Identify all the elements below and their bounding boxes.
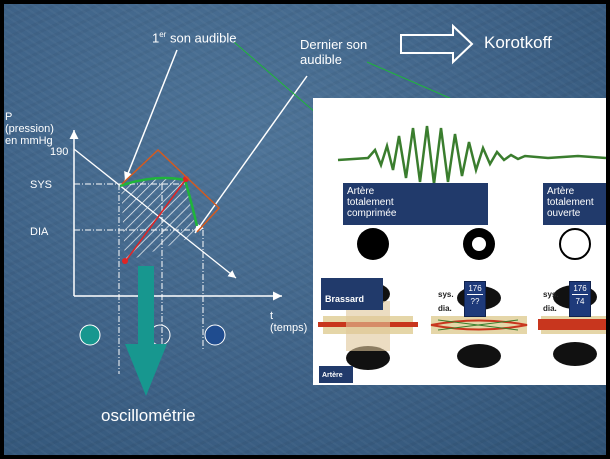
label-brassard: Brassard [321,278,383,310]
label-artere: Artère [319,366,353,383]
sysdia-mid: sys. dia. [438,290,454,313]
oscillometry-arrow-icon [125,266,167,396]
korotkoff-title: Korotkoff [484,33,552,52]
label-artery-compressed: Artère totalement comprimée [343,183,488,225]
korotkoff-waveform [337,125,606,185]
last-sound-pointer [194,75,308,234]
open-artery-icon [559,228,591,260]
sysdia-right: sys. dia. [543,290,559,313]
sys-label: SYS [30,179,53,191]
y-axis-label: P (pression) en mmHg [5,111,54,147]
last-sound-title: Dernier son audible [300,37,368,67]
panel-graphics [318,125,606,370]
circle-1 [79,324,101,346]
red-line [124,178,187,263]
orange-rotated-square [121,148,221,233]
korotkoff-arrow-icon [400,23,474,65]
x-axis-label: t (temps) [270,310,308,334]
first-sound-title: 1er son audible [152,30,237,46]
partial-artery-inner [472,237,486,251]
y-value-190: 190 [50,146,69,158]
gauge-right: 176 74 [569,281,591,317]
red-dot-bottom [122,258,128,264]
oscillometry-label: oscillométrie [101,406,196,425]
closed-artery-icon [357,228,389,260]
gauge-mid: 176 ?? [464,281,486,317]
label-artery-open: Artère totalement ouverte [543,183,606,225]
slide: 1er son audible Dernier son audible Koro… [4,4,606,455]
graphics-layer [69,23,579,396]
artery-illustration-panel: Artère totalement comprimée Artère total… [313,98,606,385]
circle-3 [204,324,226,346]
dia-label: DIA [30,226,49,238]
first-sound-pointer [124,49,178,182]
